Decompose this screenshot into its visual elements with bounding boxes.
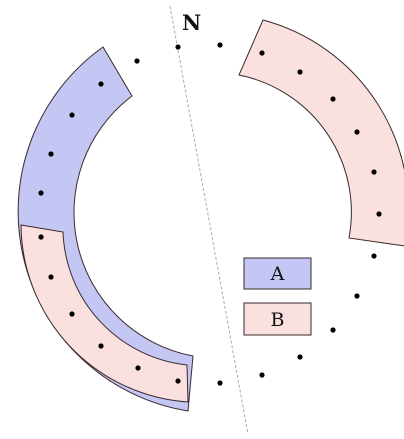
dot-marker bbox=[69, 311, 75, 317]
dot-marker bbox=[371, 253, 377, 259]
dot-marker bbox=[48, 274, 54, 280]
dot-marker bbox=[135, 365, 141, 371]
dot-marker bbox=[48, 151, 54, 157]
dot-marker bbox=[38, 234, 44, 240]
dot-marker bbox=[134, 58, 140, 64]
band-b-left bbox=[20, 224, 189, 403]
dot-marker bbox=[354, 129, 360, 135]
dot-marker bbox=[259, 50, 265, 56]
dot-marker bbox=[376, 211, 382, 217]
dot-marker bbox=[297, 354, 303, 360]
dot-markers bbox=[38, 42, 382, 386]
dot-marker bbox=[69, 112, 75, 118]
dot-marker bbox=[354, 293, 360, 299]
legend: A B bbox=[243, 257, 312, 336]
north-label: N bbox=[182, 10, 201, 35]
band-b-right bbox=[238, 19, 404, 247]
legend-label-a: A bbox=[270, 263, 285, 285]
dot-marker bbox=[330, 327, 336, 333]
dot-marker bbox=[217, 380, 223, 386]
dot-marker bbox=[297, 69, 303, 75]
north-axis-line bbox=[169, 5, 249, 435]
dot-marker bbox=[259, 372, 265, 378]
legend-label-b: B bbox=[271, 309, 285, 331]
dot-marker bbox=[175, 44, 181, 50]
dot-marker bbox=[38, 190, 44, 196]
legend-item-b: B bbox=[243, 302, 312, 336]
dot-marker bbox=[98, 81, 104, 87]
legend-swatch-b bbox=[243, 302, 312, 336]
dot-marker bbox=[98, 343, 104, 349]
dot-marker bbox=[217, 42, 223, 48]
legend-item-a: A bbox=[243, 257, 312, 290]
dot-marker bbox=[330, 96, 336, 102]
dot-marker bbox=[371, 169, 377, 175]
legend-swatch-a bbox=[243, 257, 312, 290]
dot-marker bbox=[175, 378, 181, 384]
